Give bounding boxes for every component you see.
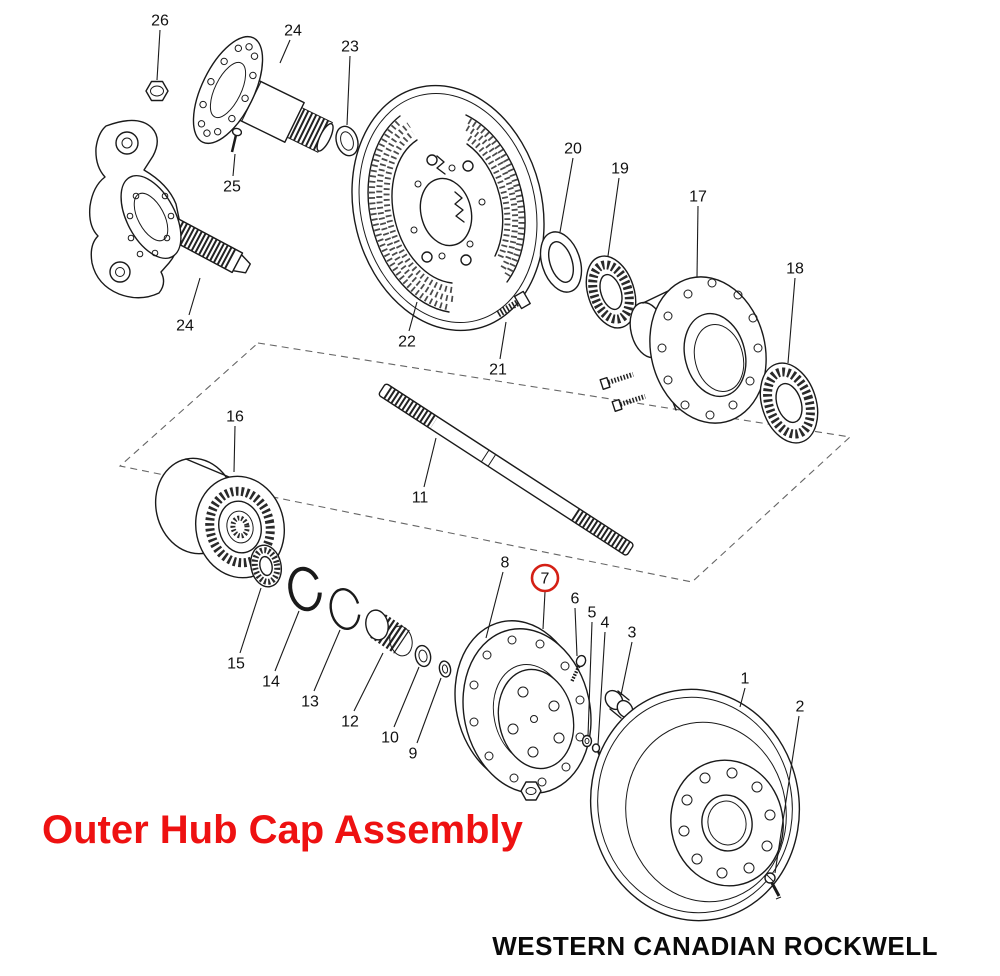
part-spindle-hub-24 bbox=[192, 35, 334, 153]
callout-25: 25 bbox=[223, 179, 241, 196]
callout-10: 10 bbox=[381, 730, 399, 747]
highlight-circle bbox=[530, 563, 560, 593]
callout-15: 15 bbox=[227, 656, 245, 673]
leader-line-4 bbox=[597, 631, 606, 746]
part-screw-2 bbox=[764, 872, 782, 900]
callout-26: 26 bbox=[151, 13, 169, 30]
hub-cap-hex-plug bbox=[520, 781, 542, 801]
leader-line-13 bbox=[313, 629, 341, 692]
callout-14: 14 bbox=[262, 674, 280, 691]
knuckle-spindle-shaft bbox=[166, 217, 251, 274]
leader-line-25 bbox=[232, 153, 236, 177]
leader-line-10 bbox=[393, 666, 420, 728]
callout-4: 4 bbox=[601, 615, 610, 632]
part-locknut-26 bbox=[145, 80, 169, 102]
callout-6: 6 bbox=[571, 591, 580, 608]
leader-line-17 bbox=[696, 205, 699, 278]
leader-line-16 bbox=[233, 425, 236, 473]
part-brake-shoe-assembly-22 bbox=[351, 84, 545, 332]
callout-7: 7 bbox=[541, 571, 550, 588]
leader-line-11 bbox=[423, 437, 437, 488]
leader-line-24 bbox=[188, 277, 201, 316]
part-hub-cap-assembly-7 bbox=[454, 620, 592, 801]
part-spacer-9 bbox=[438, 660, 452, 678]
callout-23: 23 bbox=[341, 39, 359, 56]
leader-line-14 bbox=[274, 610, 300, 672]
brand-logo: WESTERN CANADIAN ROCKWELL bbox=[492, 931, 938, 961]
diagram-title: Outer Hub Cap Assembly bbox=[42, 808, 524, 852]
callout-24-2: 24 bbox=[176, 318, 194, 335]
leader-line-23 bbox=[346, 55, 351, 126]
callout-8: 8 bbox=[501, 555, 510, 572]
part-snap-ring-14 bbox=[288, 566, 322, 612]
callout-layer: 2624232524222120191718111615141312109876… bbox=[151, 13, 805, 874]
leader-line-20 bbox=[559, 157, 574, 233]
callout-11: 11 bbox=[412, 490, 429, 507]
callout-5: 5 bbox=[588, 605, 597, 622]
part-washer-20 bbox=[539, 231, 583, 293]
leader-line-18 bbox=[787, 277, 796, 364]
callout-24: 24 bbox=[284, 23, 302, 40]
wheel-stud bbox=[599, 371, 634, 390]
leader-line-2 bbox=[774, 715, 800, 874]
callout-13: 13 bbox=[301, 694, 319, 711]
callout-20: 20 bbox=[564, 141, 582, 158]
wheel-stud bbox=[611, 393, 646, 412]
dashed-boundary-box bbox=[118, 342, 852, 583]
leader-line-7 bbox=[542, 591, 546, 630]
part-ring-10 bbox=[414, 644, 432, 668]
callout-21: 21 bbox=[489, 362, 507, 379]
callout-22: 22 bbox=[398, 334, 416, 351]
leader-line-3 bbox=[620, 641, 633, 696]
callout-3: 3 bbox=[628, 625, 637, 642]
leader-line-9 bbox=[416, 677, 442, 744]
leader-line-6 bbox=[574, 607, 578, 657]
part-steering-knuckle bbox=[88, 119, 251, 299]
leader-line-12 bbox=[353, 652, 384, 712]
part-sun-gear-12 bbox=[365, 609, 413, 657]
callout-19: 19 bbox=[611, 161, 629, 178]
part-washer-23 bbox=[335, 125, 359, 157]
part-brake-drum-1 bbox=[589, 688, 801, 922]
leader-line-26 bbox=[156, 29, 161, 81]
callout-12: 12 bbox=[341, 714, 359, 731]
callout-2: 2 bbox=[796, 699, 805, 716]
leader-line-8 bbox=[485, 571, 504, 639]
leader-line-5 bbox=[587, 621, 593, 737]
callout-18: 18 bbox=[786, 261, 804, 278]
callout-1: 1 bbox=[741, 671, 750, 688]
part-bolt-6 bbox=[570, 654, 587, 682]
leader-line-19 bbox=[607, 177, 620, 257]
part-bolt-21 bbox=[496, 290, 531, 318]
part-axle-shaft-11 bbox=[378, 383, 634, 556]
callout-9: 9 bbox=[409, 746, 418, 763]
leader-line-21 bbox=[499, 321, 507, 360]
part-bearing-washer-15 bbox=[249, 544, 283, 588]
leader-line-1 bbox=[739, 687, 746, 708]
leader-line-22 bbox=[408, 301, 418, 332]
part-bearing-cone-18 bbox=[759, 362, 819, 444]
part-bearing-cone-19 bbox=[585, 255, 637, 329]
part-wheel-hub-17 bbox=[599, 276, 767, 424]
leader-line-24 bbox=[279, 39, 291, 64]
part-washer-5 bbox=[581, 734, 593, 748]
leader-line-15 bbox=[239, 587, 262, 654]
part-screw-25 bbox=[230, 127, 243, 153]
callout-16: 16 bbox=[226, 409, 244, 426]
part-snap-ring-13 bbox=[329, 588, 361, 630]
callout-17: 17 bbox=[689, 189, 707, 206]
